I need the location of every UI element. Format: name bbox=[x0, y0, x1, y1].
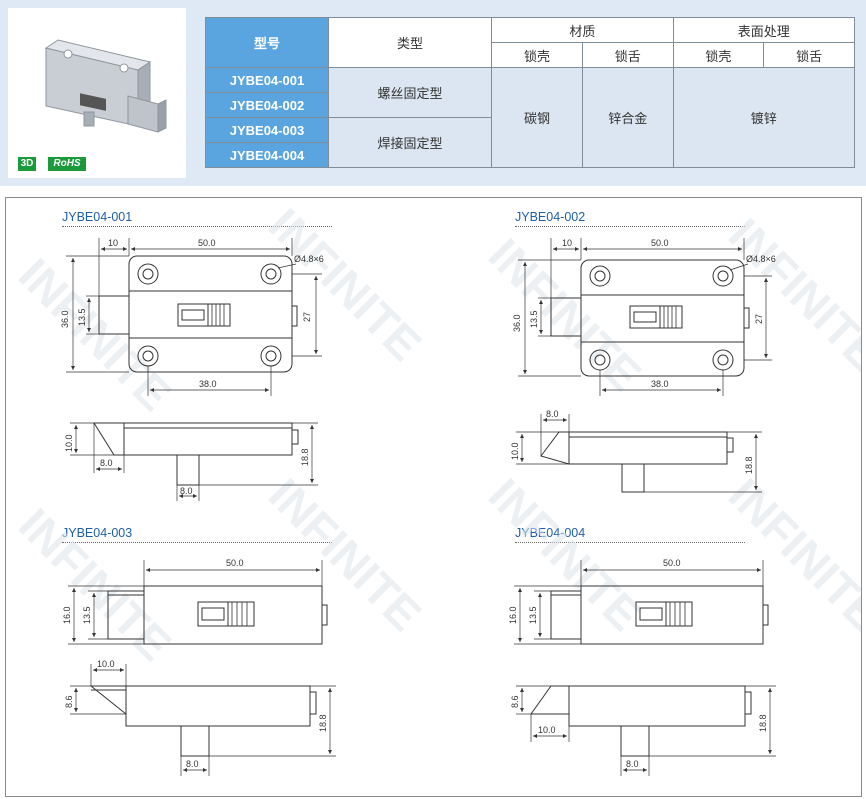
watermark: INFINITE bbox=[259, 468, 431, 640]
watermark: INFINITE bbox=[9, 248, 181, 420]
watermark: INFINITE bbox=[259, 198, 431, 370]
dim-label: 10 bbox=[562, 238, 572, 248]
drawing-title-4: JYBE04-004 bbox=[515, 526, 586, 540]
dim-label: 50.0 bbox=[198, 238, 216, 248]
watermark: INFINITE bbox=[479, 468, 651, 640]
dim-label: 38.0 bbox=[651, 379, 669, 389]
row-model-1: JYBE04-001 bbox=[205, 67, 329, 93]
dim-label: 8.0 bbox=[626, 759, 639, 769]
badge-rohs: RoHS bbox=[48, 157, 86, 171]
dim-label: 18.8 bbox=[744, 456, 754, 474]
drawing-4-side-view bbox=[530, 685, 752, 757]
dim-label: 13.5 bbox=[77, 308, 87, 326]
drawing-4-side-dims bbox=[516, 685, 776, 776]
drawing-title-1: JYBE04-001 bbox=[62, 210, 133, 224]
drawing-3-top-view bbox=[107, 585, 328, 645]
header-material: 材质 bbox=[491, 17, 674, 43]
drawing-1-side-view bbox=[93, 422, 299, 486]
dim-label: 8.0 bbox=[100, 458, 113, 468]
dim-label: 16.0 bbox=[62, 606, 72, 624]
header-surface-tongue: 锁舌 bbox=[763, 42, 855, 68]
dim-label: 50.0 bbox=[226, 558, 244, 568]
dim-label: 8.0 bbox=[186, 759, 199, 769]
row-model-2: JYBE04-002 bbox=[205, 92, 329, 118]
header-material-tongue: 锁舌 bbox=[581, 42, 674, 68]
dim-label: 13.5 bbox=[82, 606, 92, 624]
dim-label: Ø4.8×6 bbox=[746, 254, 776, 264]
drawing-2-top-view bbox=[550, 259, 750, 377]
dim-label: 13.5 bbox=[528, 606, 538, 624]
dim-label: 27 bbox=[754, 314, 764, 324]
drawings-svg: INFINITE INFINITE INFINITE INFINITE INFI… bbox=[9, 198, 861, 776]
drawing-title-2: JYBE04-002 bbox=[515, 210, 586, 224]
dim-label: 10.0 bbox=[538, 725, 556, 735]
dim-label: 10.0 bbox=[510, 442, 520, 460]
material-tongue-value: 锌合金 bbox=[581, 67, 674, 168]
drawing-1-side-dims bbox=[70, 422, 318, 501]
type-screw: 螺丝固定型 bbox=[327, 67, 493, 118]
drawing-3-side-dims bbox=[70, 664, 336, 776]
dim-label: 16.0 bbox=[508, 606, 518, 624]
surface-value: 镀锌 bbox=[672, 67, 856, 168]
title-underline bbox=[515, 226, 745, 227]
header-surface-shell: 锁壳 bbox=[672, 42, 765, 68]
latch-product-image bbox=[44, 39, 167, 133]
drawing-2-dims bbox=[518, 238, 772, 396]
drawing-2-side-dims bbox=[516, 414, 762, 493]
watermark: INFINITE bbox=[479, 228, 651, 400]
product-photo: 3D RoHS bbox=[8, 8, 186, 178]
watermark: INFINITE bbox=[9, 498, 181, 670]
row-model-4: JYBE04-004 bbox=[205, 142, 329, 168]
dim-label: 18.8 bbox=[318, 714, 328, 732]
technical-drawings-panel: JYBE04-001 JYBE04-002 JYBE04-003 JYBE04-… bbox=[5, 197, 862, 797]
title-underline bbox=[62, 226, 332, 227]
drawing-1-top-view bbox=[98, 255, 298, 373]
type-weld: 焊接固定型 bbox=[327, 117, 493, 168]
title-underline bbox=[62, 542, 332, 543]
drawing-3-side-view bbox=[89, 685, 317, 757]
dim-label: 38.0 bbox=[199, 379, 217, 389]
dim-label: Ø4.8×6 bbox=[294, 254, 324, 264]
dim-label: 50.0 bbox=[651, 238, 669, 248]
dim-label: 18.8 bbox=[758, 714, 768, 732]
drawing-4-dims bbox=[514, 560, 764, 645]
dim-label: 10.0 bbox=[64, 434, 74, 452]
dim-label: 36.0 bbox=[60, 310, 70, 328]
dim-label: 8.6 bbox=[510, 695, 520, 708]
dim-label: 13.5 bbox=[529, 310, 539, 328]
dim-label: 8.0 bbox=[546, 409, 559, 419]
drawing-title-3: JYBE04-003 bbox=[62, 526, 133, 540]
material-shell-value: 碳钢 bbox=[491, 67, 583, 168]
drawing-1-dims bbox=[66, 238, 322, 396]
drawing-3-dims bbox=[68, 560, 323, 645]
dim-label: 8.0 bbox=[180, 486, 193, 496]
header-material-shell: 锁壳 bbox=[491, 42, 583, 68]
dim-label: 10.0 bbox=[97, 659, 115, 669]
dim-label: 18.8 bbox=[300, 448, 310, 466]
drawing-2-side-view bbox=[540, 431, 734, 493]
drawing-4-top-view bbox=[550, 585, 769, 645]
header-model: 型号 bbox=[205, 17, 329, 68]
row-model-3: JYBE04-003 bbox=[205, 117, 329, 143]
dim-label: 50.0 bbox=[663, 558, 681, 568]
dim-label: 8.6 bbox=[64, 695, 74, 708]
dim-label: 36.0 bbox=[512, 314, 522, 332]
watermark: INFINITE bbox=[719, 208, 861, 380]
dim-label: 10 bbox=[108, 238, 118, 248]
dim-label: 27 bbox=[302, 312, 312, 322]
watermark: INFINITE bbox=[719, 468, 861, 640]
title-underline bbox=[515, 542, 745, 543]
spec-header-panel: 3D RoHS 型号 类型 材质 表面处理 锁壳 锁舌 锁壳 锁舌 JYBE04… bbox=[0, 0, 866, 186]
spec-table: 型号 类型 材质 表面处理 锁壳 锁舌 锁壳 锁舌 JYBE04-001 螺丝固… bbox=[205, 17, 856, 168]
badge-3d: 3D bbox=[18, 157, 36, 171]
header-type: 类型 bbox=[327, 17, 493, 68]
header-surface: 表面处理 bbox=[672, 17, 856, 43]
